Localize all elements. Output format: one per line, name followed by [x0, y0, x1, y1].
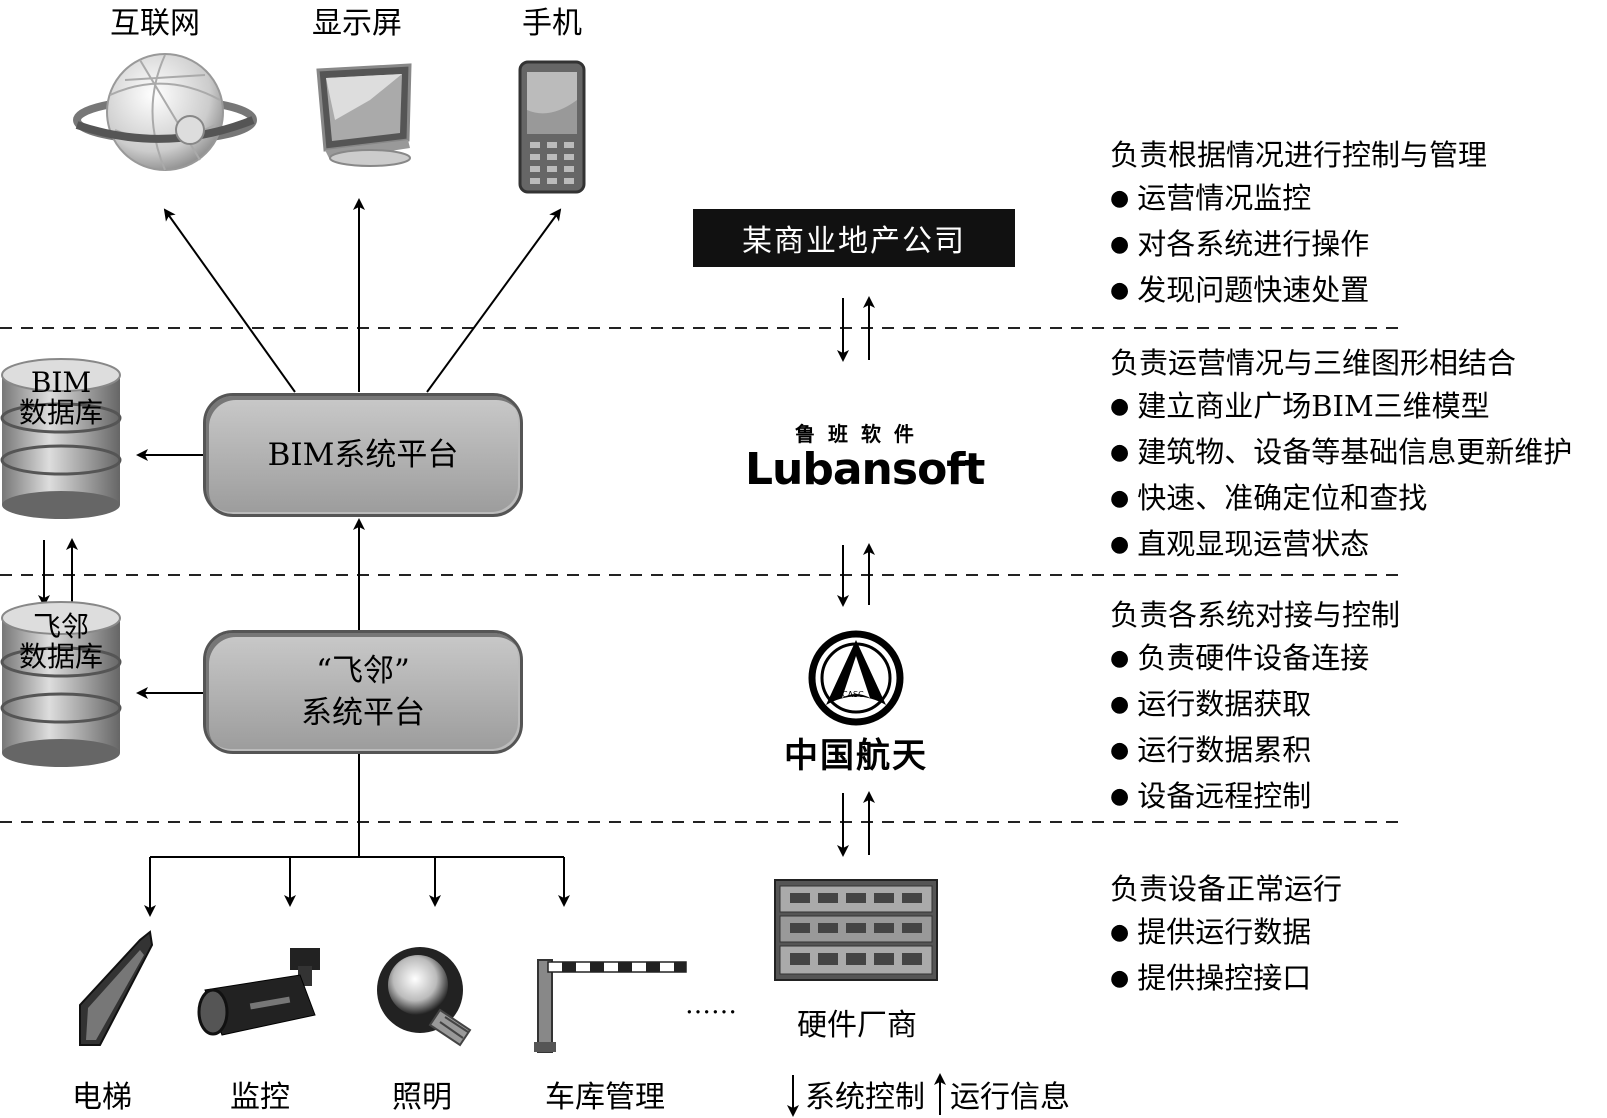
- description-heading: 负责设备正常运行: [1110, 872, 1343, 906]
- description-management: 负责根据情况进行控制与管理 运营情况监控 对各系统进行操作 发现问题快速处置: [1110, 134, 1487, 315]
- legend-info-label: 运行信息: [950, 1080, 1070, 1115]
- description-item: 设备远程控制: [1110, 775, 1400, 821]
- description-item: 运行数据获取: [1110, 683, 1400, 729]
- description-heading: 负责各系统对接与控制: [1110, 598, 1401, 632]
- internet-label: 互联网: [110, 6, 200, 41]
- legend-control-label: 系统控制: [805, 1080, 925, 1115]
- description-heading: 负责根据情况进行控制与管理: [1110, 138, 1488, 172]
- hardware-vendor-label: 硬件厂商: [797, 1008, 917, 1043]
- description-item: 提供运行数据: [1110, 911, 1342, 957]
- globe-icon: [73, 53, 257, 171]
- light-bulb-icon: [377, 947, 472, 1047]
- display-label: 显示屏: [312, 6, 402, 41]
- subsystem-monitoring: 监控: [230, 1080, 290, 1115]
- subsystem-lighting: 照明: [392, 1080, 452, 1115]
- feilin-platform-label-2: 系统平台: [301, 695, 425, 731]
- lubansoft-logo: 鲁 班 软 件 Lubansoft: [745, 418, 985, 495]
- camera-icon: [197, 948, 320, 1036]
- lubansoft-english: Lubansoft: [745, 444, 985, 495]
- layer-separators: [0, 327, 1400, 823]
- description-bim: 负责运营情况与三维图形相结合 建立商业广场BIM三维模型 建筑物、设备等基础信息…: [1110, 342, 1572, 569]
- bim-db-label: BIM 数据库: [18, 366, 103, 429]
- description-hardware: 负责设备正常运行 提供运行数据 提供操控接口: [1110, 868, 1342, 1003]
- description-item: 建立商业广场BIM三维模型: [1110, 385, 1572, 431]
- bim-database-icon: [0, 358, 122, 519]
- monitor-icon: [316, 63, 412, 167]
- server-rack-icon: [774, 879, 938, 981]
- description-item: 快速、准确定位和查找: [1110, 477, 1572, 523]
- description-integration: 负责各系统对接与控制 负责硬件设备连接 运行数据获取 运行数据累积 设备远程控制: [1110, 594, 1400, 821]
- description-item: 对各系统进行操作: [1110, 223, 1487, 269]
- company-box: 某商业地产公司: [693, 209, 1015, 267]
- feilin-platform-box: “飞邻” 系统平台: [203, 630, 523, 754]
- company-name: 某商业地产公司: [742, 224, 966, 259]
- phone-label: 手机: [522, 6, 582, 41]
- description-item: 提供操控接口: [1110, 957, 1342, 1003]
- feilin-database-icon: [0, 601, 122, 767]
- description-item: 运行数据累积: [1110, 729, 1400, 775]
- description-item: 负责硬件设备连接: [1110, 637, 1400, 683]
- feilin-platform-label-1: “飞邻”: [316, 653, 410, 689]
- description-heading: 负责运营情况与三维图形相结合: [1110, 346, 1517, 380]
- escalator-icon: [79, 930, 154, 1046]
- feilin-db-label: 飞邻 数据库: [18, 610, 103, 673]
- barrier-gate-icon: [534, 959, 687, 1053]
- subsystem-garage: 车库管理: [545, 1080, 665, 1115]
- casc-label: 中国航天: [784, 736, 928, 776]
- arrow-to-internet: [163, 208, 296, 393]
- description-item: 运营情况监控: [1110, 177, 1487, 223]
- bim-platform-label: BIM系统平台: [267, 437, 459, 473]
- casc-emblem-text: CASC: [842, 690, 864, 699]
- output-arrows: [38, 198, 946, 1117]
- lubansoft-chinese: 鲁 班 软 件: [795, 422, 917, 446]
- casc-emblem-icon: [808, 630, 904, 726]
- phone-icon: [518, 60, 586, 194]
- description-item: 发现问题快速处置: [1110, 269, 1487, 315]
- description-item: 建筑物、设备等基础信息更新维护: [1110, 431, 1572, 477]
- subsystem-elevator: 电梯: [72, 1080, 132, 1115]
- description-item: 直观显现运营状态: [1110, 523, 1572, 569]
- subsystem-ellipsis: ……: [685, 990, 737, 1020]
- arrow-to-phone: [426, 208, 562, 393]
- bim-platform-box: BIM系统平台: [203, 393, 523, 517]
